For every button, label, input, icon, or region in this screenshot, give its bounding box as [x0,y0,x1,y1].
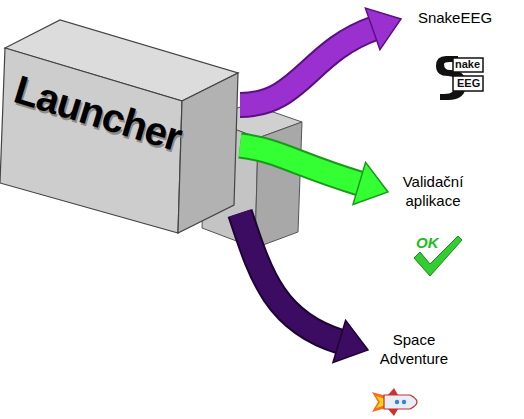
logo-box [453,76,483,91]
icon-text: EEG [457,77,480,90]
rocket-window [395,400,399,404]
icon-text: OK [416,234,439,251]
app-name: Space Adventure [372,330,456,368]
arrow-body [240,146,361,184]
arrow-body [240,213,341,342]
icon-text: nake [455,58,480,71]
rocket-fin [388,388,398,395]
app-name: Validační aplikace [392,172,474,210]
rocket-fin [388,409,398,416]
arrow-outline [240,146,361,184]
arrow-body [240,28,375,105]
arrow-outline [240,28,375,105]
arrow-head [333,320,368,362]
rocket-icon [372,388,417,416]
block-arrow [240,8,401,105]
rocket-window [402,400,406,404]
arrow-outline [240,213,341,342]
arrow-head [353,162,388,204]
box-side-face [178,73,238,233]
launcher-box: Launcher [0,15,240,240]
logo-box [453,58,483,72]
app-label-box: Space Adventure [372,330,456,370]
app-label-box: SnakeEEG [405,8,505,30]
snake-logo [436,56,483,100]
arrow-head [365,8,401,50]
block-arrow [240,213,368,362]
block-arrow [240,146,388,205]
rocket-body [384,395,417,409]
app-name: SnakeEEG [405,8,505,27]
app-label-box: Validační aplikace [392,172,474,212]
